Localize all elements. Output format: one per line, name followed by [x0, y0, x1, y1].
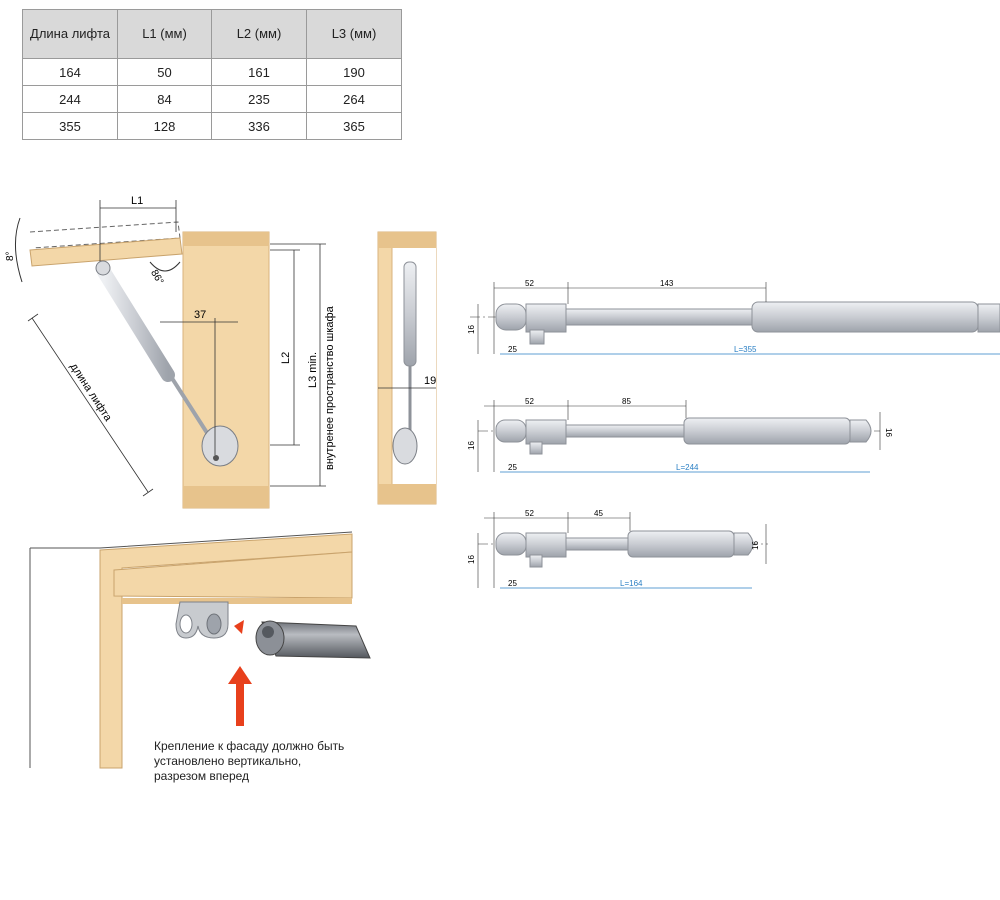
table-cell: 355 — [22, 112, 118, 140]
dim-37-label: 37 — [194, 309, 206, 321]
table-cell: 264 — [306, 85, 402, 113]
dim-52-label: 52 — [525, 509, 534, 518]
table-cell: 161 — [211, 58, 307, 86]
table-cell: 84 — [117, 85, 212, 113]
angle-arc — [14, 217, 23, 283]
install-diagram: 8° L1 86° 37 длина лифта — [5, 195, 336, 509]
l3-label: L3 min. — [307, 352, 319, 388]
dim-16-right-label: 16 — [884, 428, 893, 437]
dim-16-right-label: 16 — [751, 541, 760, 550]
side-strut — [403, 261, 417, 367]
table-cell: 50 — [117, 58, 212, 86]
table-row: 244 84 235 264 — [22, 85, 402, 113]
angle-top-label: 8° — [5, 251, 16, 261]
dim-25-label: 25 — [508, 463, 517, 472]
length-label: L=164 — [620, 579, 643, 588]
lift-length-label: длина лифта — [67, 361, 114, 424]
note-line-2: установлено вертикально, — [154, 754, 302, 768]
lift-164-drawing: 52 45 16 16 25 L=164 — [467, 509, 768, 589]
note-line-1: Крепление к фасаду должно быть — [154, 739, 345, 753]
red-up-arrow — [228, 666, 252, 726]
dim-16-label: 16 — [467, 555, 476, 564]
table-cell: 235 — [211, 85, 307, 113]
lift-355-drawing: 52 143 16 25 L=355 — [467, 279, 1000, 355]
inner-space-label: внутренее пространство шкафа — [324, 305, 336, 470]
cabinet-side-panel — [182, 231, 270, 509]
cabinet-top-edge — [183, 232, 269, 246]
l2-label: L2 — [280, 352, 292, 364]
dim-52-label: 52 — [525, 397, 534, 406]
dim-19-label: 19 — [424, 375, 436, 387]
install-note: Крепление к фасаду должно быть установле… — [154, 739, 384, 784]
dim-52-label: 52 — [525, 279, 534, 288]
dim-45-label: 45 — [594, 509, 603, 518]
dim-25-label: 25 — [508, 579, 517, 588]
open-lid-outline — [29, 221, 181, 249]
table-row: 164 50 161 190 — [22, 58, 402, 86]
cabinet-frame — [99, 533, 353, 769]
dim-25-label: 25 — [508, 345, 517, 354]
gas-spring-tube — [255, 620, 371, 659]
table-cell: 336 — [211, 112, 307, 140]
table-row: 355 128 336 365 — [22, 112, 402, 140]
header-l3: L3 (мм) — [306, 9, 402, 59]
table-cell: 365 — [306, 112, 402, 140]
table-header-row: Длина лифта L1 (мм) L2 (мм) L3 (мм) — [22, 9, 402, 59]
table-cell: 190 — [306, 58, 402, 86]
lift-244-drawing: 52 85 16 16 25 L=244 — [467, 397, 893, 473]
cabinet-perspective — [29, 531, 371, 769]
dim-16-label: 16 — [467, 441, 476, 450]
mounting-bracket — [175, 601, 229, 639]
note-line-3: разрезом вперед — [154, 769, 250, 783]
dim-143-label: 143 — [660, 279, 674, 288]
spec-table: Длина лифта L1 (мм) L2 (мм) L3 (мм) 164 … — [22, 9, 402, 140]
cabinet-bottom-edge — [183, 486, 269, 508]
table-cell: 244 — [22, 85, 118, 113]
lid-panel — [29, 237, 183, 267]
side-view-diagram: 19 — [377, 231, 437, 505]
header-lift-length: Длина лифта — [22, 9, 118, 59]
table-cell: 128 — [117, 112, 212, 140]
length-label: L=355 — [734, 345, 757, 354]
side-bracket — [392, 427, 418, 465]
length-label: L=244 — [676, 463, 699, 472]
dim-16-label: 16 — [467, 325, 476, 334]
table-cell: 164 — [22, 58, 118, 86]
dim-85-label: 85 — [622, 397, 631, 406]
lift-strut — [95, 260, 239, 467]
pointer-triangle — [234, 620, 244, 634]
l1-label: L1 — [131, 195, 143, 207]
